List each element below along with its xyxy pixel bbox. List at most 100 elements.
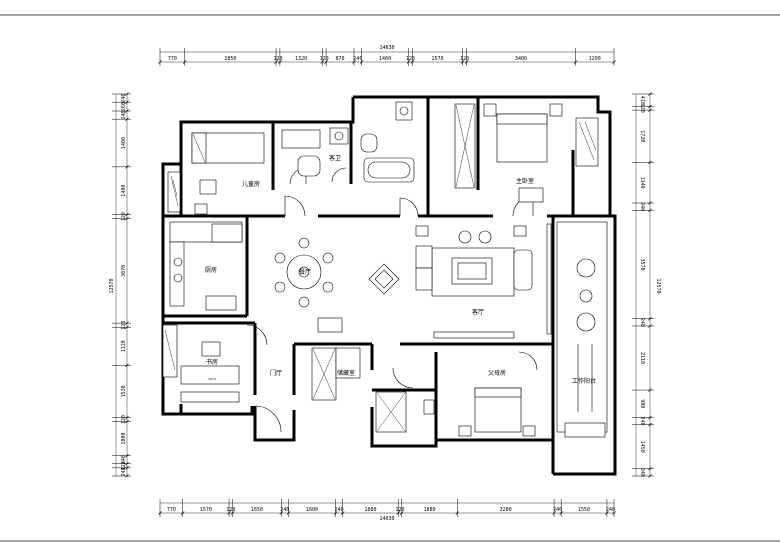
dimension-segment-label: 3570 [639,258,645,270]
dimension-slash [230,511,235,515]
dimension-segment-label: 770 [168,56,177,62]
dimension-segment-label: 120 [273,56,282,62]
dimension-segment-label: 1650 [251,507,263,513]
dimension-slash [278,60,282,64]
dimension-segment-label: 1400 [121,185,127,197]
dimension-slash [125,321,129,325]
dimension-slash [406,60,411,64]
dimension-segment-label: 240 [280,507,289,513]
dimension-segment-label: 3280 [500,507,512,513]
top-total-dimension: 14630 [379,45,394,51]
dimension-slash [648,108,652,112]
interior-walls [163,97,610,474]
dimension-segment-label: 900 [639,399,645,408]
label-living: 客厅 [472,308,484,316]
dimension-segment-label: 240 [121,111,127,120]
dimension-slash [286,511,291,515]
label-entry: 门厅 [270,369,282,377]
right-total-dimension: 12570 [655,278,661,293]
dimension-segment-label: 240 [639,202,645,211]
dimension-segment-label: 1880 [364,507,376,513]
dimension-segment-label: 240 [553,507,562,513]
right-dimension-chain: 12570 4101201720134024035702402110900240… [632,92,661,478]
dimension-segment-label: 120 [121,415,127,424]
dimension-segment-label: 120 [121,321,127,330]
dimension-slash [400,511,404,515]
dimension-slash [182,60,187,64]
label-master-bedroom: 主卧室 [516,177,534,185]
dimension-slash [333,511,338,515]
dimension-slash [340,511,345,515]
dimension-slash [559,511,563,515]
dimension-segment-label: 120 [121,212,127,221]
dimension-segment-label: 120 [460,56,469,62]
dimension-slash [125,92,129,96]
dimension-segment-label: 240 [353,56,362,62]
dimension-slash [158,511,162,515]
dimension-slash [648,388,652,392]
label-kitchen: 厨房 [205,266,217,274]
dimension-slash [612,511,616,515]
dimension-segment-label: 240 [639,417,645,426]
dimension-segment-label: 240 [121,455,127,464]
dimension-slash [125,461,129,466]
dimension-segment-label: 1120 [121,340,127,352]
top-dimension-chain: 14630 770 2850 120 1320 120 870 240 1460 120 1570… [158,45,616,66]
dimension-segment-label: 770 [167,507,176,513]
dimension-slash [125,474,129,478]
dimension-slash [125,109,129,113]
dimension-slash [158,60,162,64]
dimension-segment-label: 1000 [121,433,127,445]
dimension-segment-label: 1400 [121,137,127,149]
dimension-slash [352,60,356,64]
dimension-slash [648,92,652,96]
label-guest-bath: 客卫 [329,154,341,162]
dimension-slash [396,511,400,515]
dimension-slash [324,60,328,64]
dimension-segment-label: 240 [335,507,344,513]
dimension-segment-label: 1600 [306,507,318,513]
dimension-segment-label: 120 [395,507,404,513]
label-parents-room: 父母房 [488,369,506,377]
dimension-segment-label: 240 [639,468,645,477]
dimension-segment-label: 2110 [639,352,645,364]
dimension-segment-label: 240 [606,507,615,513]
dimension-segment-label: 870 [336,56,345,62]
dimension-slash [320,60,324,64]
dimension-slash [125,165,129,169]
dimension-slash [125,212,129,217]
dimension-segment-label: 120 [406,56,415,62]
dimension-segment-label: 1570 [431,56,443,62]
dimension-slash [125,415,129,420]
dimension-slash [648,466,652,471]
dimension-slash [464,60,469,64]
dimension-segment-label: 1550 [578,507,590,513]
dimension-segment-label: 1320 [295,56,307,62]
room-labels: 儿童房 客卫 主卧室 厨房 餐厅 客厅 书房 1670 门厅 储藏室 父母房 工… [205,154,596,385]
dimension-slash [125,466,129,470]
dimension-slash [180,511,185,515]
dimension-segment-label: 2850 [224,56,236,62]
dimension-slash [125,216,129,221]
dimension-segment-label: 1720 [639,130,645,142]
dimension-segment-label: 1460 [379,56,391,62]
dimension-slash [279,511,284,515]
dimension-slash [125,419,129,424]
dimension-slash [460,60,465,64]
label-study-width: 1670 [208,377,216,381]
dimension-slash [605,511,609,515]
dimension-segment-label: 3070 [121,265,127,277]
dimension-slash [125,325,129,329]
dimension-segment-label: 120 [121,461,127,470]
dimension-segment-label: 120 [226,507,235,513]
furniture [169,101,606,438]
dimension-segment-label: 1530 [121,385,127,397]
dimension-slash [648,422,652,427]
dimension-slash [274,60,278,64]
dimension-slash [648,160,652,165]
dimension-slash [125,117,129,121]
dimension-segment-label: 240 [639,318,645,327]
dimension-segment-label: 1570 [200,507,212,513]
left-dimension-chain: 12570 2402602401400140012030701201120153… [109,92,131,478]
